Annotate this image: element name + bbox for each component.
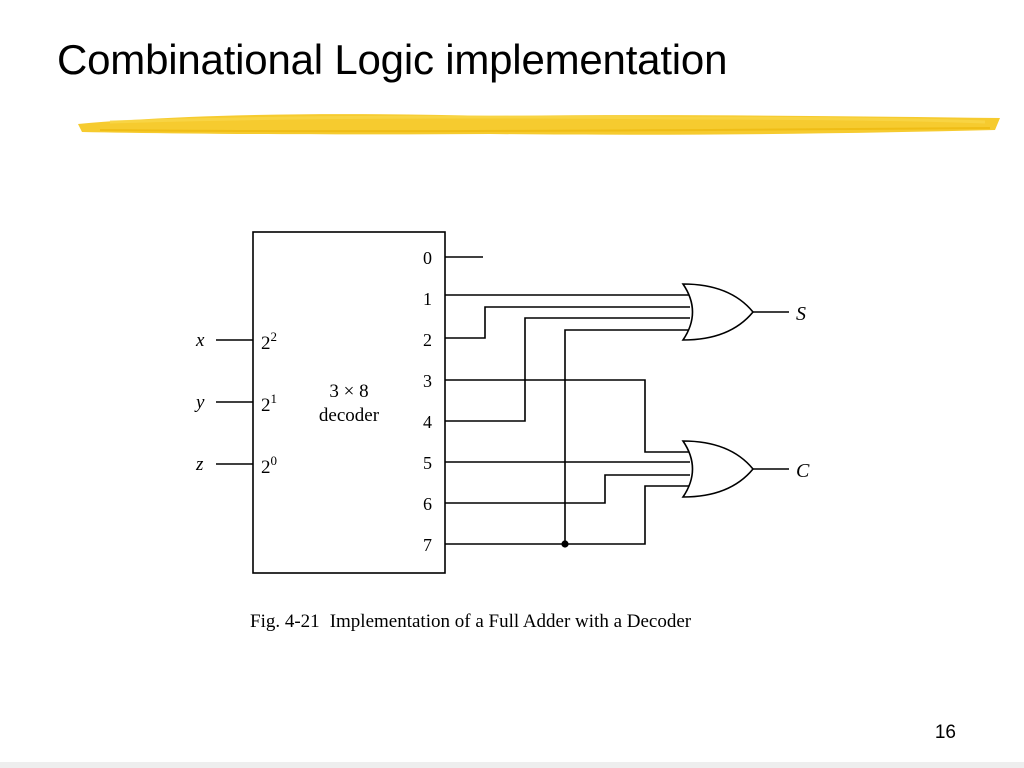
slide-title: Combinational Logic implementation — [57, 36, 728, 83]
output-label-5: 5 — [423, 453, 432, 473]
input-x-label: x — [195, 330, 205, 351]
output-label-6: 6 — [423, 494, 432, 514]
junction-dot — [561, 540, 569, 548]
output-label-4: 4 — [423, 412, 432, 432]
output-carry-label: C — [796, 460, 810, 482]
slide-bottom-border — [0, 762, 1024, 768]
decoder-label-name: decoder — [319, 405, 380, 426]
wiring — [445, 256, 789, 545]
input-weight-2-0: 20 — [261, 453, 277, 478]
decoder-inputs — [216, 339, 253, 465]
output-label-0: 0 — [423, 248, 432, 268]
output-label-7: 7 — [423, 535, 432, 555]
or-gate-sum — [681, 283, 755, 341]
output-sum-label: S — [796, 303, 806, 325]
output-label-3: 3 — [423, 371, 432, 391]
page-number: 16 — [934, 722, 956, 743]
input-z-label: z — [195, 454, 204, 475]
output-label-2: 2 — [423, 330, 432, 350]
input-weight-2-1: 21 — [261, 391, 277, 416]
output-label-1: 1 — [423, 289, 432, 309]
input-weight-2-2: 22 — [261, 329, 277, 354]
figure-caption: Fig. 4-21 Implementation of a Full Adder … — [250, 611, 692, 632]
or-gate-carry — [681, 440, 755, 498]
figure-caption-text: Implementation of a Full Adder with a De… — [330, 611, 692, 632]
title-underline-highlight — [78, 114, 1000, 135]
figure-caption-number: Fig. 4-21 — [250, 611, 320, 632]
decoder-block — [252, 231, 446, 574]
input-y-label: y — [194, 392, 205, 413]
decoder-label-size: 3 × 8 — [329, 381, 368, 402]
